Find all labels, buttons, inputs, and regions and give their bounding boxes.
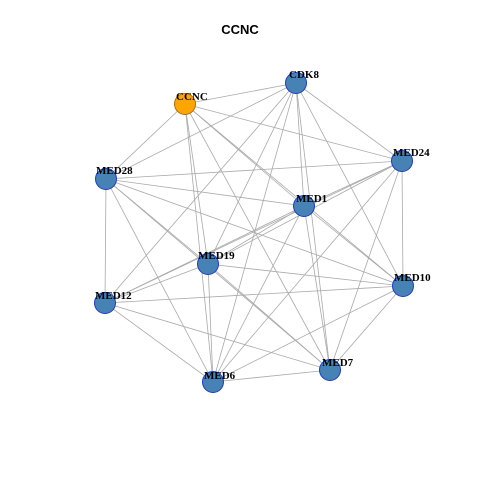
edge-med10-med7 [329,285,404,371]
node-label-med24: MED24 [393,147,430,159]
edge-med28-med12 [104,178,107,304]
node-med28[interactable] [95,168,117,190]
edge-med19-med7 [207,263,331,371]
node-med7[interactable] [319,359,341,381]
node-med24[interactable] [391,150,413,172]
edge-med28-med6 [105,178,214,383]
edge-ccnc-med24 [184,103,403,162]
edge-layer [104,82,404,383]
node-label-med28: MED28 [96,165,133,177]
node-label-med6: MED6 [204,370,236,382]
edge-med24-med10 [401,160,404,287]
edge-med1-med10 [303,205,404,287]
edge-med24-med6 [212,160,403,383]
edge-med28-med7 [105,178,331,371]
edge-ccnc-med19 [184,103,209,265]
edge-med1-med7 [303,205,331,371]
edge-ccnc-med10 [184,103,404,287]
node-med1[interactable] [293,195,315,217]
node-med6[interactable] [202,371,224,393]
edge-med19-med10 [207,263,404,287]
node-label-ccnc: CCNC [176,91,208,103]
node-label-med12: MED12 [95,290,132,302]
node-label-med10: MED10 [394,272,431,284]
edge-ccnc-med6 [184,103,214,383]
edge-med19-med12 [104,263,209,304]
edge-med12-med7 [104,302,331,371]
edge-ccnc-cdk8 [184,82,297,105]
node-label-med19: MED19 [198,250,235,262]
edge-med10-med6 [212,285,404,383]
edge-med19-med6 [207,263,214,383]
node-med10[interactable] [392,275,414,297]
edge-med28-med10 [105,178,404,287]
chart-title: CCNC [221,22,259,37]
edge-med1-med19 [207,205,305,265]
node-label-med1: MED1 [296,193,327,205]
edge-cdk8-med10 [295,82,404,287]
edge-med24-med28 [105,160,403,180]
node-med12[interactable] [94,292,116,314]
edge-cdk8-med1 [295,82,305,207]
node-label-med7: MED7 [322,357,354,369]
edge-med24-med7 [329,160,403,371]
edge-med12-med10 [104,285,404,304]
edge-med28-med1 [105,178,305,207]
node-med19[interactable] [197,253,219,275]
edge-cdk8-med19 [207,82,297,265]
node-ccnc[interactable] [174,93,196,115]
edge-cdk8-med24 [295,82,403,162]
node-label-cdk8: CDK8 [289,69,319,81]
edge-cdk8-med12 [104,82,297,304]
node-cdk8[interactable] [285,72,307,94]
edge-ccnc-med28 [105,103,186,180]
edge-cdk8-med7 [295,82,331,371]
edge-med7-med6 [212,369,331,383]
edge-ccnc-med7 [184,103,331,371]
edge-cdk8-med28 [105,82,297,180]
edge-med12-med6 [104,302,214,383]
node-layer [94,72,414,393]
